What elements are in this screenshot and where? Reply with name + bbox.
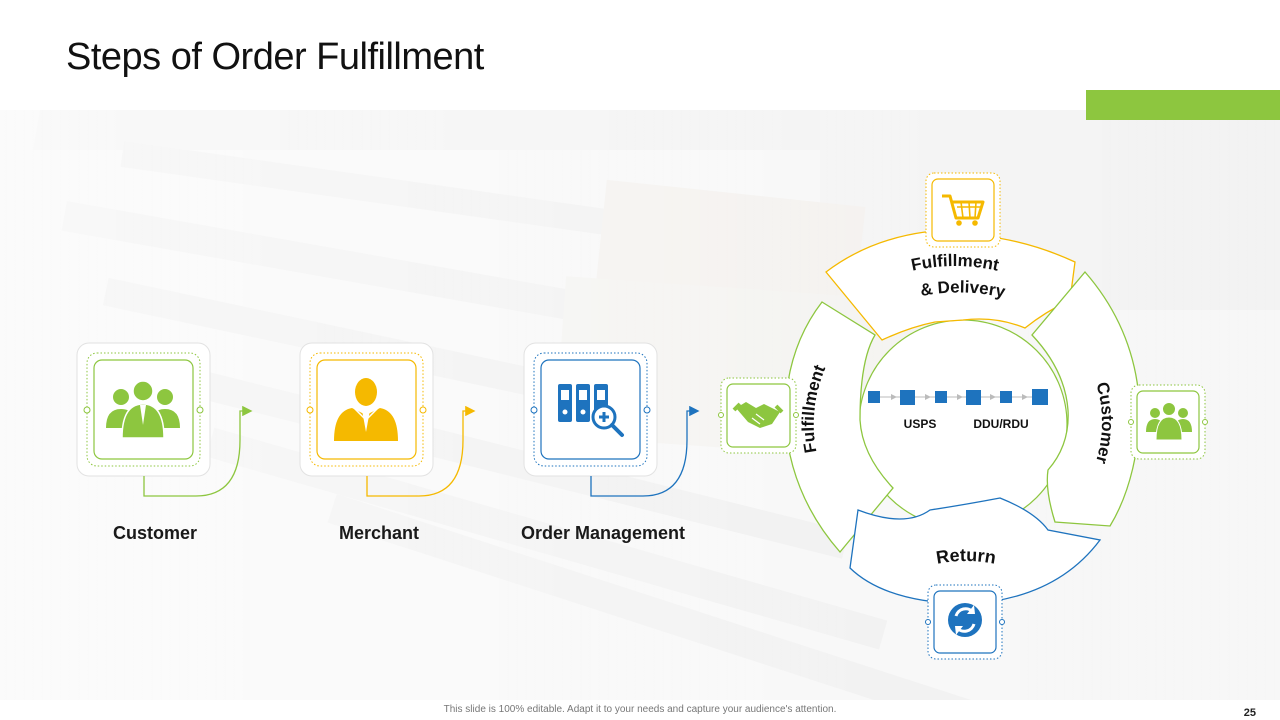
flow-box bbox=[966, 390, 981, 405]
step-label: Customer bbox=[113, 523, 197, 543]
cycle-inner-circle bbox=[858, 319, 1068, 529]
slide-title: Steps of Order Fulfillment bbox=[66, 36, 484, 78]
customer-group-icon bbox=[106, 380, 180, 439]
node-shopping-cart bbox=[925, 172, 1001, 248]
flow-box bbox=[935, 391, 947, 403]
center-label-usps: USPS bbox=[904, 417, 937, 431]
step-label: Order Management bbox=[521, 523, 685, 543]
page-number: 25 bbox=[1243, 707, 1256, 719]
node-refresh bbox=[925, 584, 1005, 660]
flow-box bbox=[1032, 389, 1048, 405]
segment-fulfillment bbox=[784, 301, 894, 554]
binders-search-icon bbox=[558, 384, 624, 437]
customer-group-icon bbox=[1146, 402, 1192, 441]
center-flow: USPS DDU/RDU bbox=[868, 389, 1048, 431]
segment-customer bbox=[1031, 271, 1141, 527]
node-handshake bbox=[718, 377, 799, 454]
segment-label-fulfillment-delivery: Fulfillment bbox=[909, 251, 1001, 275]
step-order-management: Order Management bbox=[521, 342, 700, 543]
center-label-ddu-rdu: DDU/RDU bbox=[973, 417, 1028, 431]
step-merchant: Merchant bbox=[299, 342, 476, 543]
accent-bar bbox=[1086, 90, 1280, 120]
step-customer: Customer bbox=[76, 342, 253, 543]
step-label: Merchant bbox=[339, 523, 419, 543]
segment-return bbox=[849, 497, 1102, 605]
shopping-cart-icon bbox=[942, 194, 985, 226]
flow-box bbox=[900, 390, 915, 405]
flow-box bbox=[868, 391, 880, 403]
flow-box bbox=[1000, 391, 1012, 403]
merchant-person-icon bbox=[334, 378, 398, 441]
refresh-icon bbox=[948, 603, 982, 637]
node-customer bbox=[1128, 384, 1208, 460]
footer-note: This slide is 100% editable. Adapt it to… bbox=[443, 704, 837, 715]
handshake-icon bbox=[732, 402, 784, 428]
